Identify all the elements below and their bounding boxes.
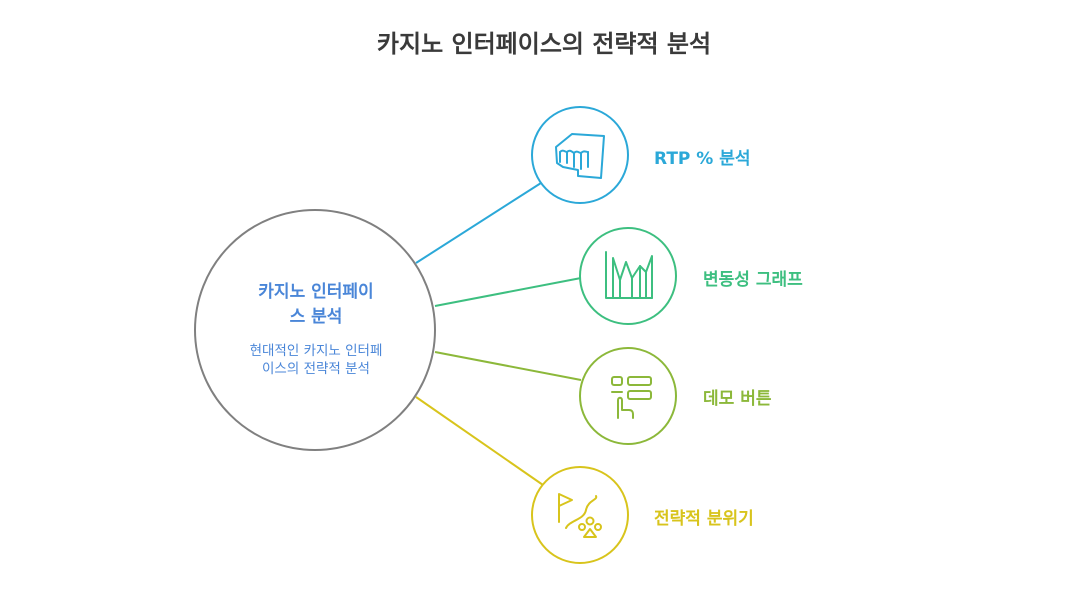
- center-desc-line2: 이스의 전략적 분석: [262, 361, 370, 377]
- center-heading-line2: 스 분석: [289, 307, 343, 327]
- connector-rtp: [415, 182, 542, 264]
- label-demo: 데모 버튼: [703, 389, 772, 409]
- center-text-block: 카지노 인터페이 스 분석 현대적인 카지노 인터페 이스의 전략적 분석: [214, 280, 418, 378]
- connector-demo: [434, 351, 582, 381]
- label-volatility: 변동성 그래프: [703, 270, 803, 290]
- label-strategy: 전략적 분위기: [654, 509, 754, 529]
- connector-volatility: [434, 277, 582, 307]
- center-description: 현대적인 카지노 인터페 이스의 전략적 분석: [214, 342, 418, 378]
- node-strategy: [531, 466, 629, 564]
- connector-strategy: [415, 396, 544, 486]
- node-volatility: [579, 227, 677, 325]
- demo-button-icon: [611, 376, 652, 419]
- diagram-title: 카지노 인터페이스의 전략적 분석: [376, 30, 712, 58]
- volatility-graph-icon: [605, 251, 653, 299]
- label-rtp: RTP % 분석: [654, 149, 751, 169]
- center-heading: 카지노 인터페이 스 분석: [214, 280, 418, 330]
- center-heading-line1: 카지노 인터페이: [258, 282, 374, 302]
- center-desc-line1: 현대적인 카지노 인터페: [249, 343, 383, 359]
- strategy-flag-icon: [558, 493, 602, 538]
- crown-chart-icon: [555, 133, 605, 179]
- center-node: [194, 209, 436, 451]
